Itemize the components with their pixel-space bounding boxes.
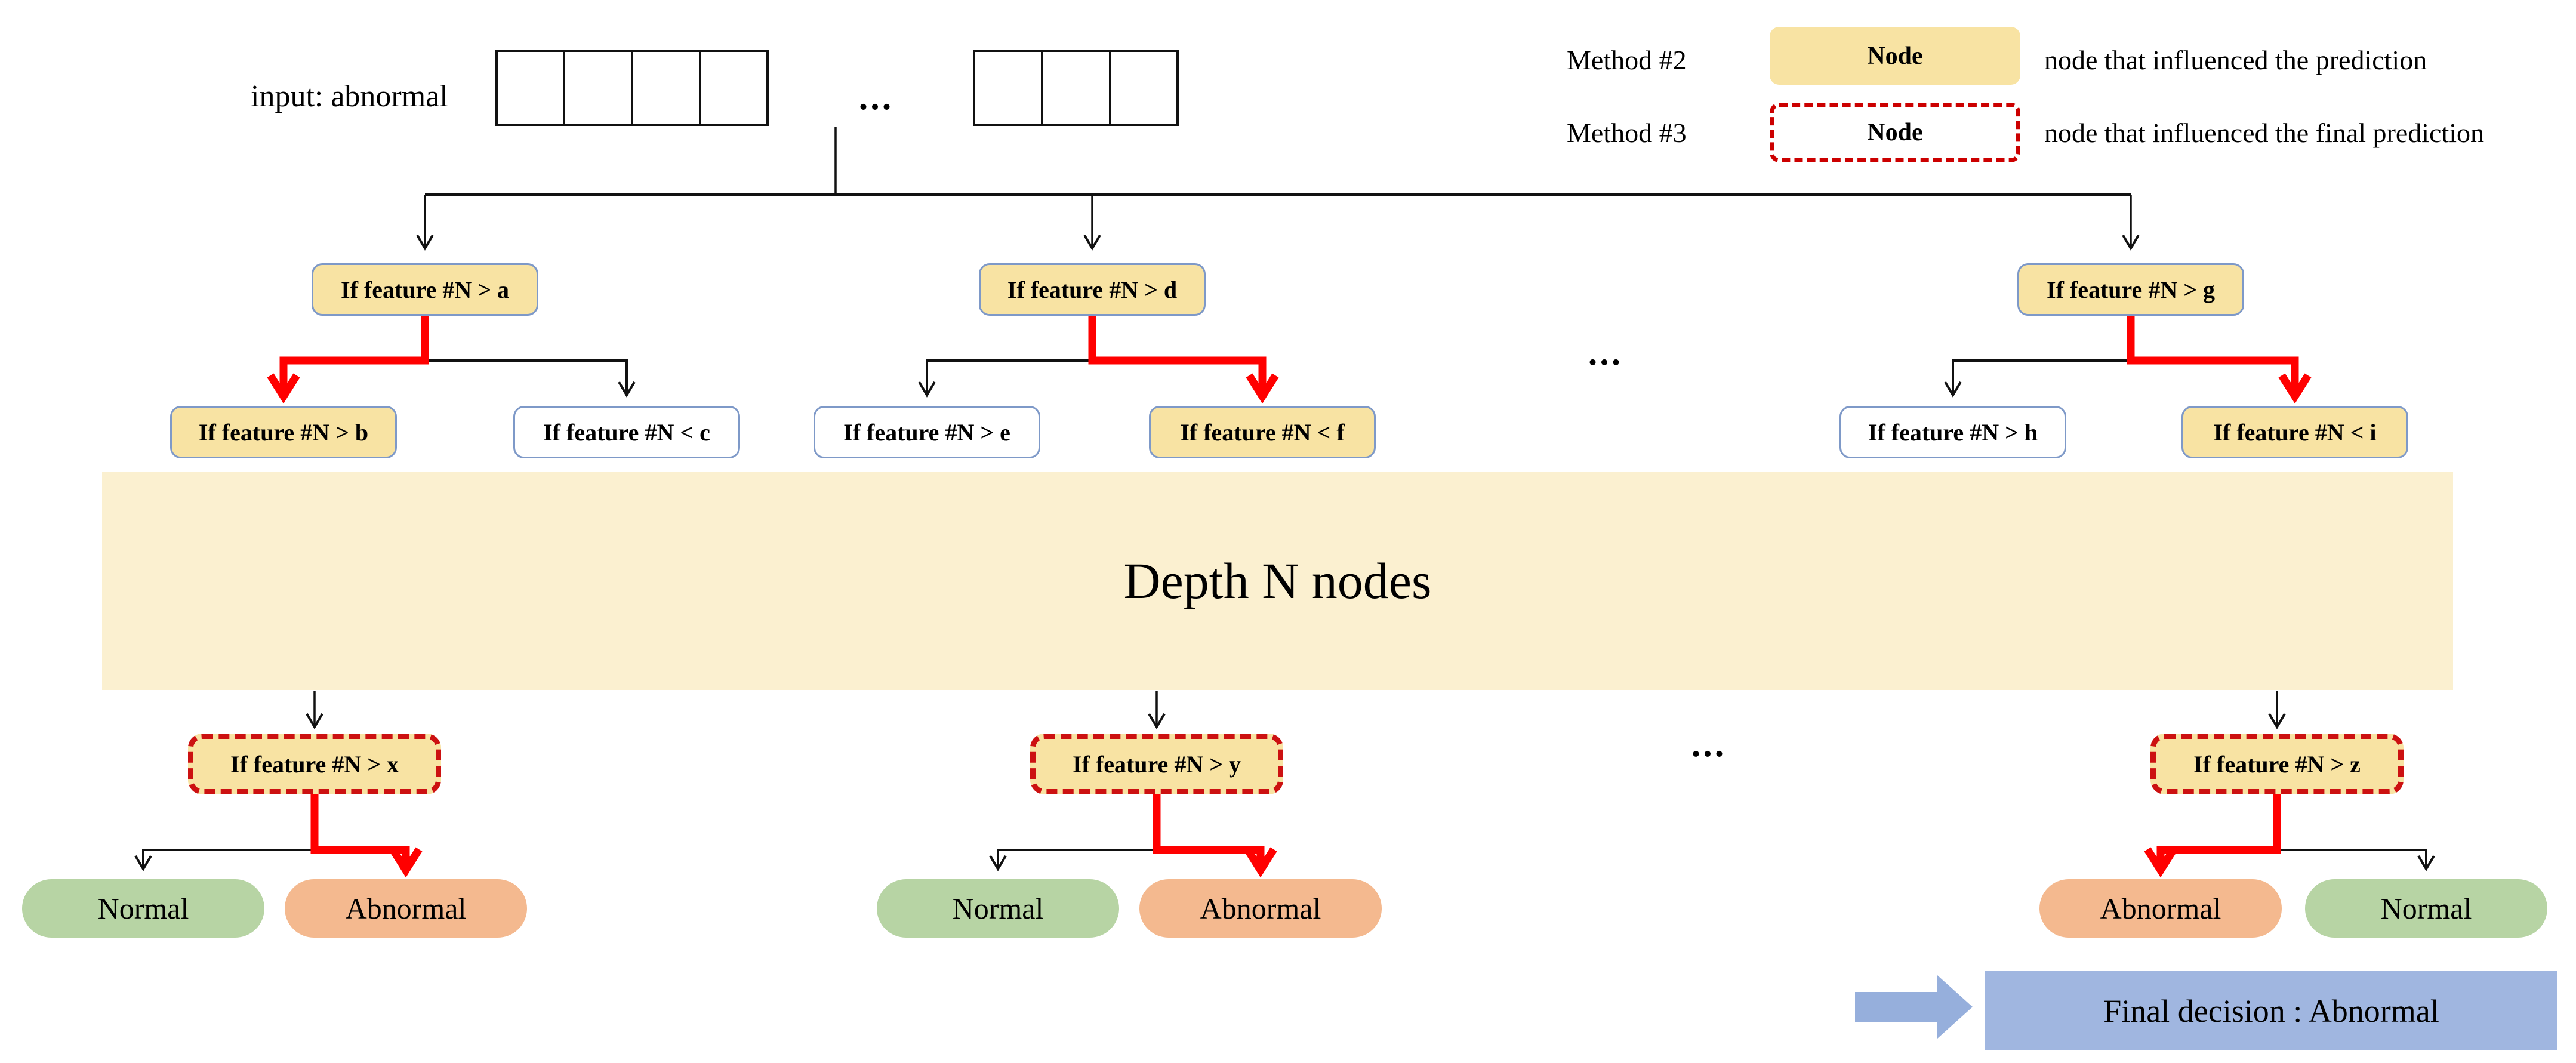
tree-node-e: If feature #N > e xyxy=(814,406,1040,458)
trees-ellipsis-mid: ... xyxy=(1588,332,1623,373)
final-decision-arrow-icon xyxy=(1855,975,1973,1039)
leaf-abnormal-2: Abnormal xyxy=(1139,879,1382,938)
tree-node-a: If feature #N > a xyxy=(312,263,538,316)
legend-node-dashed: Node xyxy=(1770,103,2020,162)
tree-node-y: If feature #N > y xyxy=(1030,734,1283,794)
leaf-normal-1: Normal xyxy=(22,879,264,938)
legend-method-3-label: Method #3 xyxy=(1567,117,1687,148)
feature-cell xyxy=(698,52,766,124)
final-decision-box: Final decision : Abnormal xyxy=(1985,971,2557,1050)
tree-node-h: If feature #N > h xyxy=(1839,406,2066,458)
feature-cell xyxy=(631,52,699,124)
leaf-normal-2: Normal xyxy=(877,879,1119,938)
red-edge-x-to-abnormal xyxy=(310,794,423,878)
tree-node-x: If feature #N > x xyxy=(188,734,441,794)
legend-node-filled: Node xyxy=(1770,27,2020,85)
leaf-abnormal-3: Abnormal xyxy=(2039,879,2282,938)
tree-node-b: If feature #N > b xyxy=(170,406,397,458)
feature-cell xyxy=(563,52,631,124)
feature-cell xyxy=(498,52,563,124)
edge-x-to-normal xyxy=(134,849,315,871)
red-edge-g-to-i xyxy=(2127,315,2312,404)
red-edge-z-to-abnormal xyxy=(2144,794,2281,878)
legend-method-2-label: Method #2 xyxy=(1567,44,1687,75)
leaf-normal-3: Normal xyxy=(2305,879,2547,938)
edge-d-to-e xyxy=(918,359,1092,398)
feature-cell xyxy=(1041,52,1108,124)
depth-n-band: Depth N nodes xyxy=(102,472,2453,690)
red-edge-y-to-abnormal xyxy=(1153,794,1277,878)
edge-z-to-normal xyxy=(2277,849,2435,871)
legend-method-3-description: node that influenced the final predictio… xyxy=(2044,117,2485,148)
legend-method-2-description: node that influenced the prediction xyxy=(2044,44,2427,75)
tree-node-f: If feature #N < f xyxy=(1149,406,1376,458)
tree-node-z: If feature #N > z xyxy=(2150,734,2404,794)
input-feature-vector-1 xyxy=(495,50,769,126)
edge-y-to-normal xyxy=(989,849,1157,871)
tree-node-i: If feature #N < i xyxy=(2181,406,2408,458)
tree-node-d: If feature #N > d xyxy=(979,263,1206,316)
edge-a-to-c xyxy=(425,359,636,398)
tree-node-g: If feature #N > g xyxy=(2017,263,2244,316)
red-edge-a-to-b xyxy=(267,315,429,404)
red-edge-d-to-f xyxy=(1088,315,1279,404)
tree-node-c: If feature #N < c xyxy=(513,406,740,458)
feature-cell xyxy=(1108,52,1176,124)
trees-ellipsis-bottom: ... xyxy=(1691,724,1727,765)
edge-g-to-h xyxy=(1944,359,2131,398)
leaf-abnormal-1: Abnormal xyxy=(285,879,527,938)
input-ellipsis: ... xyxy=(858,77,894,118)
feature-cell xyxy=(975,52,1041,124)
input-label: input: abnormal xyxy=(251,79,448,113)
input-feature-vector-2 xyxy=(973,50,1179,126)
